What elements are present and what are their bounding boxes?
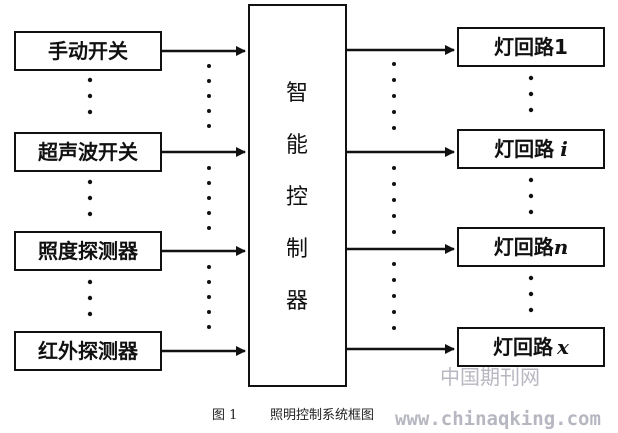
input-illuminance-detector-label: 照度探测器: [38, 239, 139, 263]
output-light-circuit-1: 灯回路1: [457, 27, 605, 67]
controller-char-5: 器: [286, 289, 308, 314]
input-ultrasonic-switch-label: 超声波开关: [37, 140, 138, 164]
watermark-url: www.chinaqking.com: [395, 408, 601, 430]
output-arrow-ellipsis-column: [392, 62, 396, 330]
output-light-circuit-1-label: 灯回路1: [494, 35, 568, 59]
controller-char-1: 智: [286, 81, 308, 106]
output-ellipsis-dots: [528, 75, 534, 313]
figure-title: 照明控制系统框图: [270, 408, 374, 423]
controller-char-4: 制: [286, 237, 308, 262]
controller-char-2: 能: [286, 133, 308, 158]
input-infrared-detector: 红外探测器: [14, 331, 162, 371]
input-ellipsis-dots: [87, 77, 93, 317]
input-infrared-detector-label: 红外探测器: [38, 339, 139, 363]
input-arrows: [161, 46, 246, 356]
smart-controller: 智 能 控 制 器: [248, 4, 347, 387]
output-light-circuit-n-label: 灯回路n: [494, 235, 569, 259]
controller-char-3: 控: [286, 185, 308, 210]
figure-number: 图 1: [212, 408, 237, 423]
output-light-circuit-n: 灯回路n: [457, 227, 605, 267]
input-ultrasonic-switch: 超声波开关: [14, 132, 162, 172]
input-manual-switch-label: 手动开关: [48, 39, 128, 63]
input-illuminance-detector: 照度探测器: [14, 231, 162, 271]
input-arrow-ellipsis-column: [207, 64, 211, 329]
figure-caption: 图 1 照明控制系统框图: [212, 408, 374, 423]
watermark-chinese: 中国期刊网: [440, 365, 540, 389]
input-manual-switch: 手动开关: [14, 31, 162, 71]
output-arrows: [346, 45, 455, 354]
